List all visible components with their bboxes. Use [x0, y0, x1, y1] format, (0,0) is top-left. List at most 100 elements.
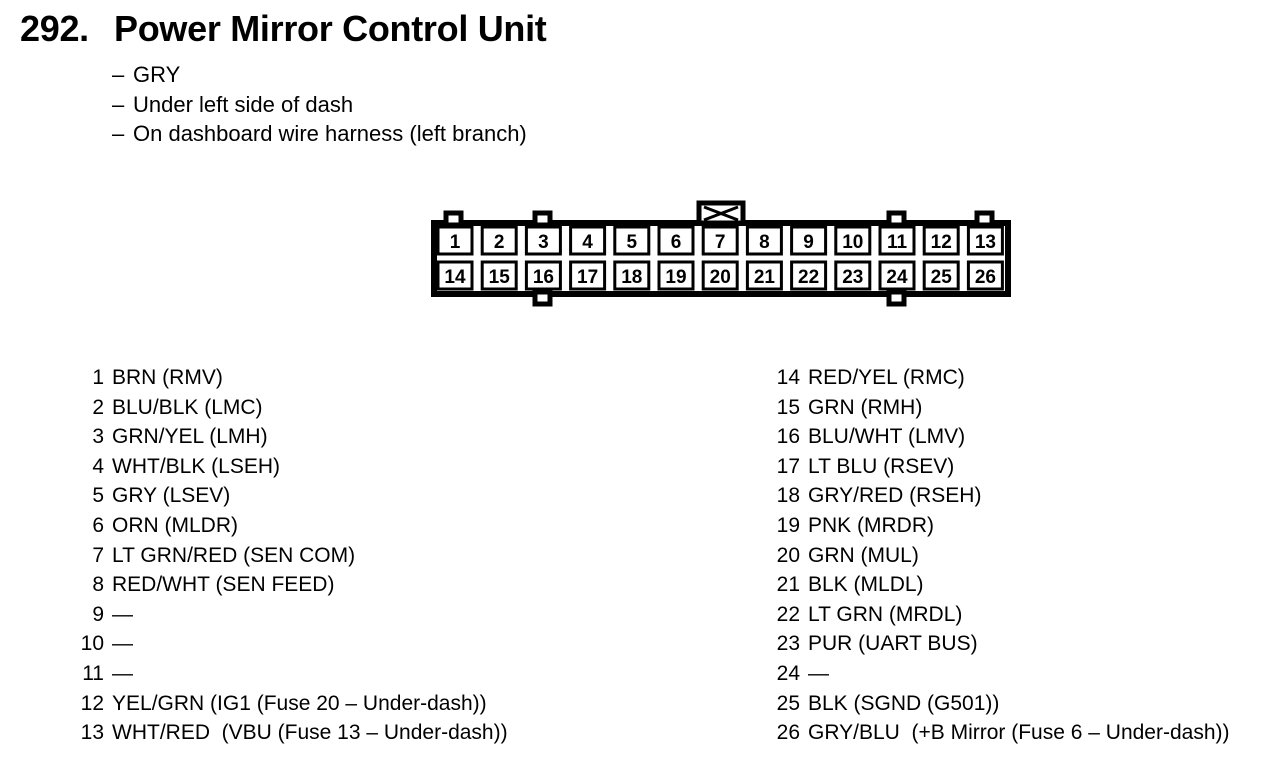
- page-title: 292. Power Mirror Control Unit: [20, 8, 547, 50]
- cavity-9: 9: [790, 225, 828, 256]
- pin-description: LT GRN/RED (SEN COM): [112, 543, 356, 567]
- cavity-22: 22: [790, 260, 828, 291]
- cavity-23: 23: [834, 260, 872, 291]
- pin-description: BRN (RMV): [112, 366, 223, 389]
- locking-tab: [443, 210, 464, 228]
- pin-row: 21 BLK (MLDL): [766, 570, 1230, 600]
- pin-number: 1: [92, 366, 104, 389]
- cavity-8: 8: [745, 225, 783, 256]
- cavity-label: 21: [754, 267, 776, 288]
- locking-tab: [532, 210, 553, 228]
- pin-description: —: [112, 602, 133, 626]
- pin-number: 7: [92, 543, 104, 567]
- pin-number: 12: [80, 691, 104, 715]
- pin-description: RED/YEL (RMC): [808, 366, 965, 389]
- cavity-24: 24: [878, 260, 916, 291]
- cavity-18: 18: [613, 260, 651, 291]
- locking-tab: [886, 210, 907, 228]
- cavity-label: 8: [759, 232, 770, 253]
- cavity-1: 1: [436, 225, 474, 256]
- cavity-label: 7: [715, 232, 726, 253]
- cavity-15: 15: [480, 260, 518, 291]
- pin-row: 9—: [70, 600, 508, 630]
- cavity-label: 20: [710, 267, 731, 288]
- pin-description: GRN (MUL): [808, 543, 919, 567]
- pin-row: 12 YEL/GRN (IG1 (Fuse 20 – Under-dash)): [70, 689, 508, 719]
- pin-number: 11: [82, 661, 104, 685]
- pin-description: BLK (MLDL): [808, 573, 924, 597]
- cavity-17: 17: [569, 260, 607, 291]
- cavity-label: 16: [533, 267, 554, 288]
- pin-description: WHT/RED (VBU (Fuse 13 – Under-dash)): [112, 721, 508, 745]
- pin-row: 24—: [766, 659, 1230, 689]
- pin-number: 4: [92, 454, 104, 478]
- cavity-4: 4: [569, 225, 607, 256]
- pin-row: 18 GRY/RED (RSEH): [766, 481, 1230, 511]
- pin-number: 24: [776, 661, 800, 685]
- pin-row: 13 WHT/RED (VBU (Fuse 13 – Under-dash)): [70, 718, 508, 748]
- pin-number: 2: [92, 395, 104, 419]
- pin-number: 22: [776, 602, 800, 626]
- detail-color: – GRY: [112, 62, 181, 87]
- locking-tab: [974, 210, 995, 228]
- cavity-label: 19: [665, 267, 686, 288]
- cavity-label: 23: [842, 267, 863, 288]
- pin-row: 1 BRN (RMV): [70, 363, 508, 393]
- cavity-26: 26: [966, 260, 1004, 291]
- cavity-label: 15: [489, 267, 511, 288]
- cavity-12: 12: [922, 225, 960, 256]
- detail-harness: – On dashboard wire harness (left branch…: [112, 121, 527, 146]
- cavity-16: 16: [524, 260, 562, 291]
- cavity-label: 6: [671, 232, 682, 253]
- pin-number: 19: [776, 513, 800, 537]
- cavity-2: 2: [480, 225, 518, 256]
- cavity-21: 21: [745, 260, 783, 291]
- pin-number: 9: [92, 602, 104, 626]
- cavity-11: 11: [878, 225, 916, 256]
- pin-description: GRY (LSEV): [112, 484, 231, 508]
- guide-tab: [886, 289, 907, 307]
- pin-description: GRN (RMH): [808, 395, 923, 419]
- pin-description: ORN (MLDR): [112, 513, 238, 537]
- pin-number: 15: [776, 395, 800, 419]
- cavity-label: 25: [931, 267, 953, 288]
- pin-number: 18: [776, 484, 800, 508]
- cavity-label: 5: [627, 232, 638, 253]
- cavity-5: 5: [613, 225, 651, 256]
- pin-row: 10—: [70, 629, 508, 659]
- cavity-label: 24: [886, 267, 908, 288]
- pin-description: GRY/BLU (+B Mirror (Fuse 6 – Under-dash)…: [808, 721, 1230, 745]
- pin-row: 11—: [70, 659, 508, 689]
- cavity-label: 12: [931, 232, 952, 253]
- cavity-label: 26: [975, 267, 996, 288]
- pin-number: 25: [776, 691, 800, 715]
- pin-number: 21: [776, 573, 800, 597]
- cavity-label: 4: [582, 232, 593, 253]
- pin-description: RED/WHT (SEN FEED): [112, 573, 335, 597]
- pin-description: YEL/GRN (IG1 (Fuse 20 – Under-dash)): [112, 691, 487, 715]
- title-text: Power Mirror Control Unit: [114, 8, 547, 49]
- cavity-7: 7: [701, 225, 739, 256]
- pin-number: 16: [776, 425, 800, 449]
- pin-description: GRY/RED (RSEH): [808, 484, 982, 508]
- cavity-label: 22: [798, 267, 819, 288]
- cavity-14: 14: [436, 260, 474, 291]
- guide-tab: [532, 289, 553, 307]
- pin-description: PUR (UART BUS): [808, 632, 978, 656]
- pin-number: 17: [776, 454, 800, 478]
- cavity-label: 17: [577, 267, 598, 288]
- cavity-13: 13: [966, 225, 1004, 256]
- pin-description: —: [112, 632, 133, 656]
- pin-number: 13: [80, 721, 104, 745]
